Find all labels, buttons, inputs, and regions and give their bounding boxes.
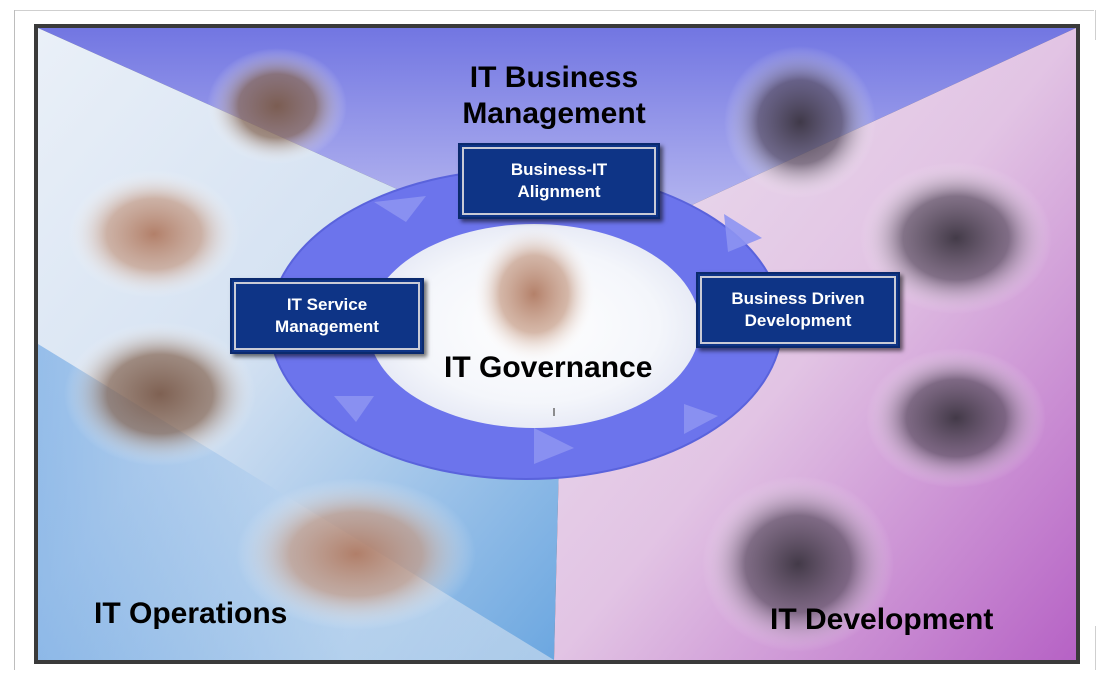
ring-arrow-top-right: [724, 214, 762, 252]
photo-man-top-right: [724, 46, 876, 198]
section-label-it-operations: IT Operations: [94, 597, 288, 630]
process-alignment-line2: Alignment: [517, 182, 601, 201]
ring-arrow-bottom: [534, 428, 574, 464]
process-box-business-driven-development: Business Driven Development: [696, 272, 900, 348]
ring-arrow-left: [334, 396, 374, 422]
photo-pair-right: [866, 348, 1046, 488]
process-alignment-line1: Business-IT: [510, 160, 608, 179]
frame-left-line: [14, 10, 15, 670]
photo-woman-phone: [68, 170, 240, 298]
photo-center-woman: [472, 224, 596, 364]
frame-tail-line: [1095, 626, 1096, 670]
it-governance-diagram: IT Business Management IT Operations IT …: [34, 24, 1080, 664]
process-development-line2: Development: [744, 311, 852, 330]
photo-meeting-bottom: [236, 478, 476, 630]
section-label-top-line1: IT Business: [469, 61, 639, 94]
center-label-it-governance: IT Governance: [444, 351, 653, 384]
section-label-top-line2: Management: [462, 97, 646, 130]
process-service-line2: Management: [275, 317, 379, 336]
section-label-it-development: IT Development: [770, 603, 994, 636]
photo-team-right: [860, 162, 1052, 314]
frame-right-line: [1095, 10, 1096, 40]
photo-woman-top-left: [207, 48, 347, 164]
process-development-line1: Business Driven: [731, 289, 865, 308]
photo-man-bottom-right: [702, 476, 894, 652]
section-label-it-business-management: IT Business Management: [454, 60, 654, 132]
ring-arrow-right: [684, 404, 718, 434]
ring-arrow-top-left: [374, 196, 426, 222]
frame-top-line: [14, 10, 1094, 11]
photo-pair-left: [64, 322, 256, 466]
process-box-business-it-alignment: Business-IT Alignment: [458, 143, 660, 219]
process-box-it-service-management: IT Service Management: [230, 278, 424, 354]
process-service-line1: IT Service: [286, 295, 368, 314]
